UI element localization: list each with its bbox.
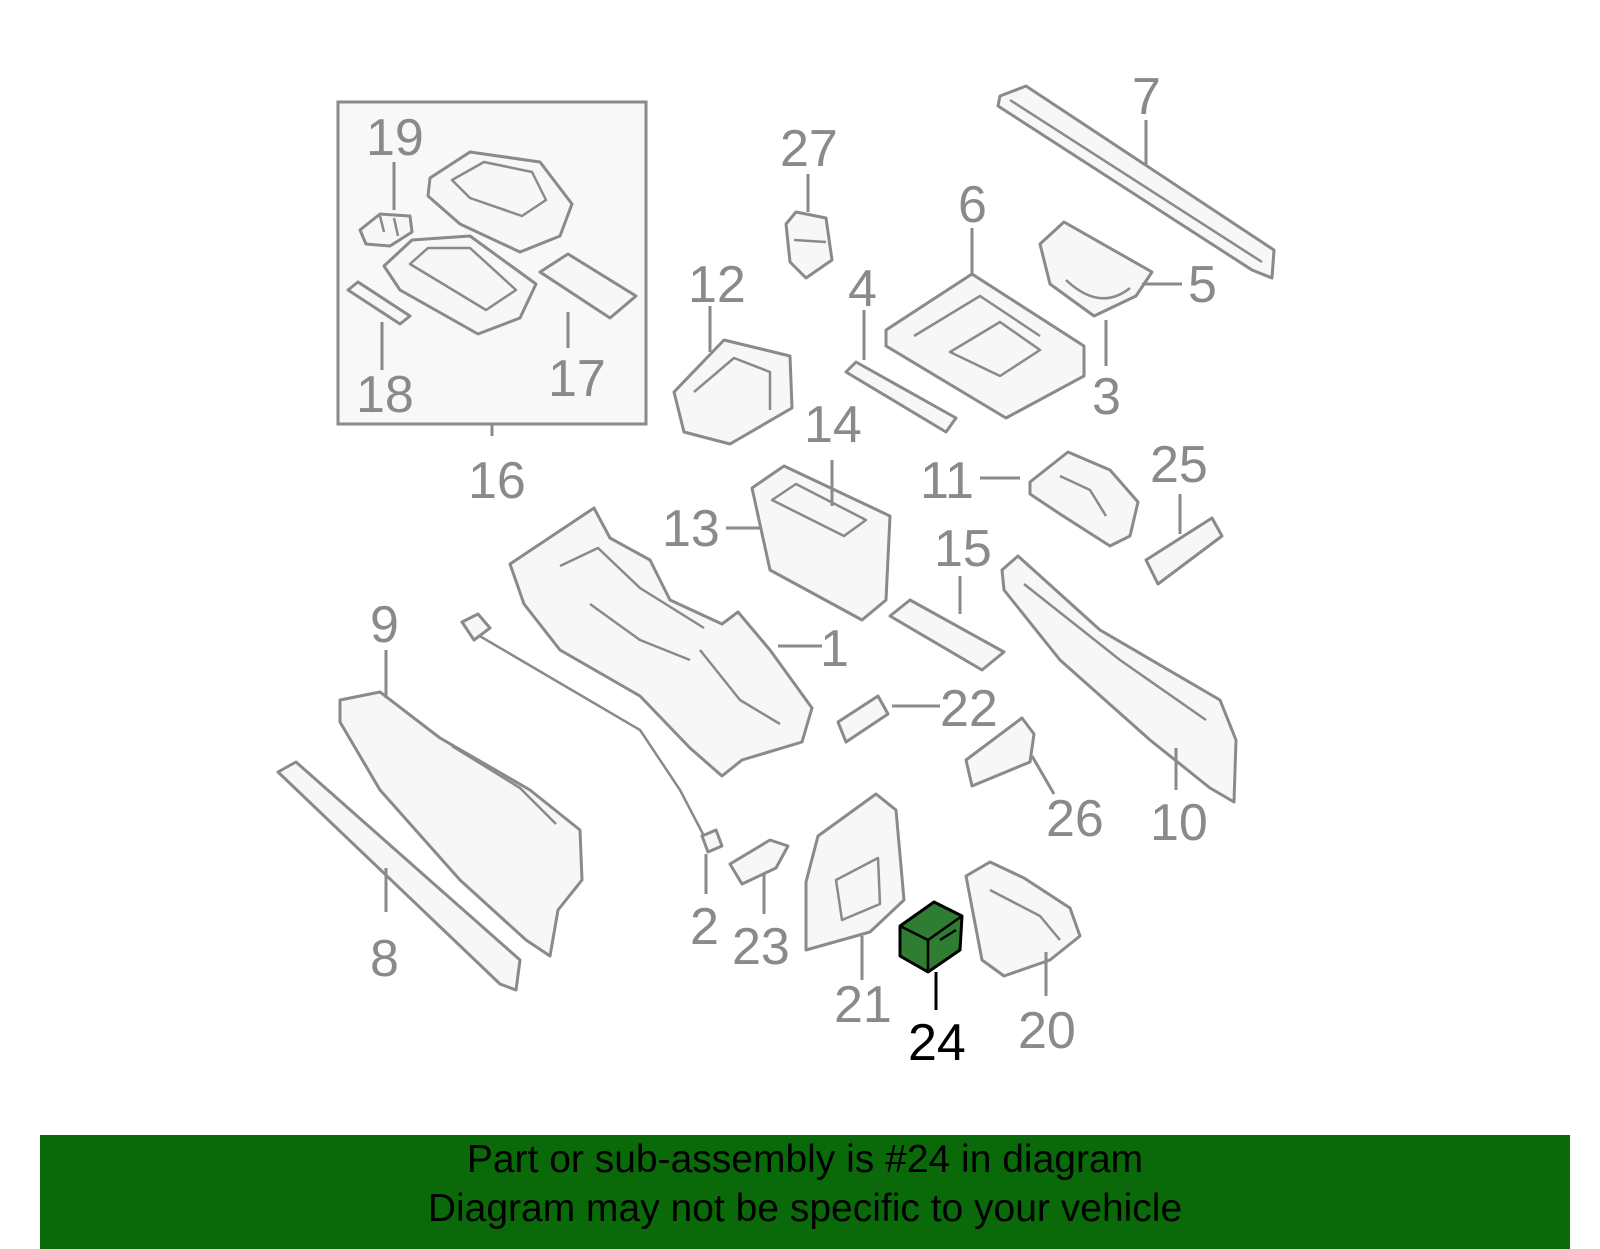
callout-8: 8	[370, 930, 399, 988]
part-22-trim[interactable]	[836, 694, 890, 744]
banner-line-2: Diagram may not be specific to your vehi…	[427, 1187, 1183, 1230]
part-15-pad[interactable]	[888, 598, 1006, 672]
callout-7: 7	[1132, 68, 1161, 126]
callout-18: 18	[356, 366, 414, 424]
part-5-cupholder[interactable]	[1038, 220, 1154, 318]
callout-17: 17	[548, 350, 606, 408]
part-10-side-panel[interactable]	[1000, 554, 1238, 804]
callout-19: 19	[366, 109, 424, 167]
part-12-bin[interactable]	[672, 338, 794, 446]
callout-24[interactable]: 24	[908, 1014, 966, 1072]
callout-5: 5	[1188, 256, 1217, 314]
part-21-end-panel[interactable]	[804, 792, 906, 952]
part-8-sill[interactable]	[276, 760, 522, 992]
info-banner: Part or sub-assembly is #24 in diagram D…	[40, 1135, 1570, 1249]
callout-27: 27	[780, 120, 838, 178]
callout-26: 26	[1046, 790, 1104, 848]
callout-13: 13	[662, 500, 720, 558]
callout-9: 9	[370, 596, 399, 654]
callout-4: 4	[848, 260, 877, 318]
part-18-strip[interactable]	[346, 280, 412, 326]
part-9-side-panel[interactable]	[338, 690, 584, 958]
armrest-lid[interactable]	[426, 150, 574, 254]
part-27-switch[interactable]	[784, 210, 834, 280]
callout-3: 3	[1092, 368, 1121, 426]
callout-12: 12	[688, 256, 746, 314]
part-17-pad[interactable]	[538, 252, 638, 320]
parts-diagram: 19 18 17 16 27 7 6 5 3 4 12 14 13 11 25 …	[276, 68, 1276, 1072]
part-25-trim[interactable]	[1144, 516, 1224, 586]
banner-line-1: Part or sub-assembly is #24 in diagram	[466, 1138, 1144, 1181]
part-20-bracket[interactable]	[964, 860, 1082, 978]
callout-20: 20	[1018, 1002, 1076, 1060]
callout-21: 21	[834, 976, 892, 1034]
part-23-clip[interactable]	[728, 838, 790, 886]
callout-10: 10	[1150, 794, 1208, 852]
callout-22: 22	[940, 680, 998, 738]
part-11-cover[interactable]	[1028, 450, 1140, 548]
armrest-base[interactable]	[382, 234, 538, 336]
callout-1: 1	[820, 620, 849, 678]
callout-11: 11	[920, 452, 974, 510]
callout-labels: 19 18 17 16 27 7 6 5 3 4 12 14 13 11 25 …	[356, 68, 1217, 1072]
callout-16: 16	[468, 452, 526, 510]
leader-lines	[380, 120, 1182, 1010]
part-19-bracket[interactable]	[358, 212, 414, 248]
callout-15: 15	[934, 520, 992, 578]
callout-2: 2	[690, 898, 719, 956]
part-13-storage-box[interactable]	[750, 464, 892, 622]
part-24-highlighted-box[interactable]	[898, 900, 964, 974]
part-1-console-frame[interactable]	[508, 506, 814, 778]
part-26-trim[interactable]	[964, 716, 1036, 788]
part-2-cable[interactable]	[460, 612, 724, 854]
callout-25: 25	[1150, 436, 1208, 494]
callout-23: 23	[732, 918, 790, 976]
callout-14: 14	[804, 396, 862, 454]
part-7-rail[interactable]	[996, 84, 1276, 280]
part-4-strip[interactable]	[844, 360, 958, 434]
callout-6: 6	[958, 176, 987, 234]
